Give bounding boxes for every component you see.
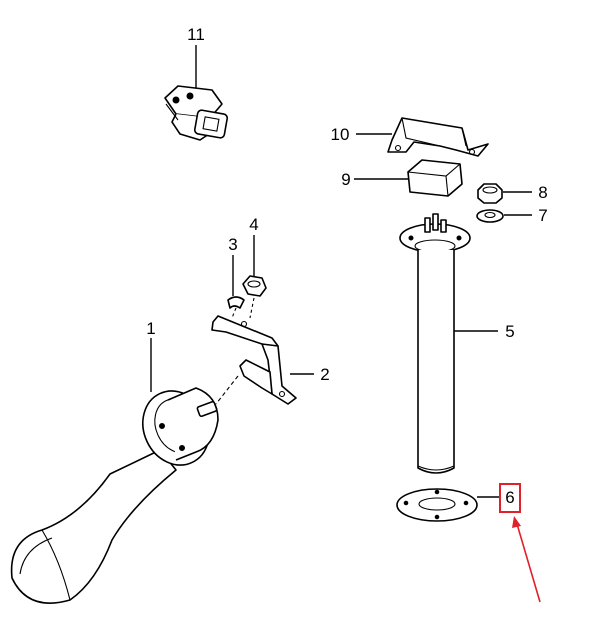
part-3-lock-washer[interactable] <box>227 255 245 309</box>
part-11-switch[interactable] <box>164 45 229 141</box>
callout-6-highlight <box>499 483 541 603</box>
part-8-nut[interactable] <box>477 183 532 204</box>
callout-7: 7 <box>538 206 547 225</box>
callout-5: 5 <box>505 322 514 341</box>
part-2-mounting-bracket[interactable] <box>211 297 314 405</box>
part-6-gasket[interactable] <box>396 488 500 522</box>
callout-9: 9 <box>341 170 350 189</box>
callout-10: 10 <box>331 125 350 144</box>
part-9-pad[interactable] <box>354 159 463 197</box>
highlight-box <box>499 483 521 513</box>
callout-3: 3 <box>228 235 237 254</box>
callout-1: 1 <box>146 319 155 338</box>
callout-2: 2 <box>320 365 329 384</box>
callout-labels: 11 10 9 8 7 4 3 5 1 2 6 <box>146 25 547 507</box>
callout-8: 8 <box>538 183 547 202</box>
part-10-bracket[interactable] <box>356 117 489 157</box>
callout-11: 11 <box>187 25 205 44</box>
part-7-washer[interactable] <box>476 209 532 223</box>
part-5-sender-tube[interactable] <box>399 213 498 474</box>
callout-6: 6 <box>505 488 514 507</box>
callout-4: 4 <box>249 215 258 234</box>
highlight-arrowhead <box>512 516 521 528</box>
part-1-horn[interactable] <box>10 338 221 604</box>
part-4-nut[interactable] <box>242 235 267 297</box>
highlight-arrow <box>516 523 541 603</box>
